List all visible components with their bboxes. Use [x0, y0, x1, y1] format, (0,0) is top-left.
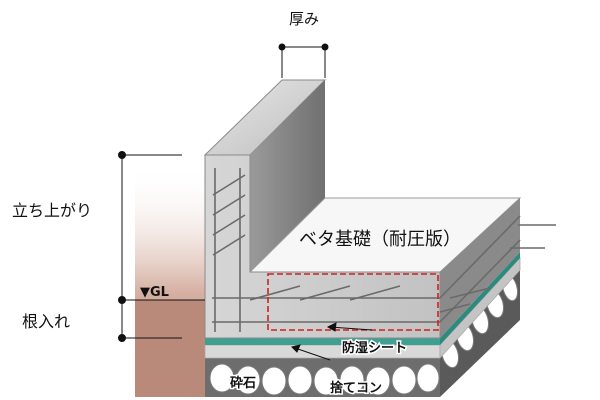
slab-title: ベタ基礎（耐圧版）	[299, 229, 461, 250]
moisture-sheet-label: 防湿シート	[342, 340, 407, 356]
soil-below-gl	[135, 300, 210, 397]
rise-label: 立ち上がり	[12, 201, 92, 220]
leader-lines	[291, 322, 373, 361]
gravel-layer	[205, 270, 520, 397]
moisture-sheet-layer	[205, 252, 520, 345]
slab-highlight-box	[267, 273, 439, 331]
thickness-label: 厚み	[289, 10, 319, 28]
thickness-dimension	[278, 43, 329, 78]
rebar	[212, 168, 556, 332]
lean-concrete-label: 捨てコン	[330, 380, 382, 396]
gravel-label: 砕石	[230, 375, 256, 391]
gl-label: ▼GL	[140, 285, 169, 300]
foundation-concrete	[203, 79, 522, 339]
embed-label: 根入れ	[22, 312, 70, 331]
height-dimension	[118, 151, 205, 342]
